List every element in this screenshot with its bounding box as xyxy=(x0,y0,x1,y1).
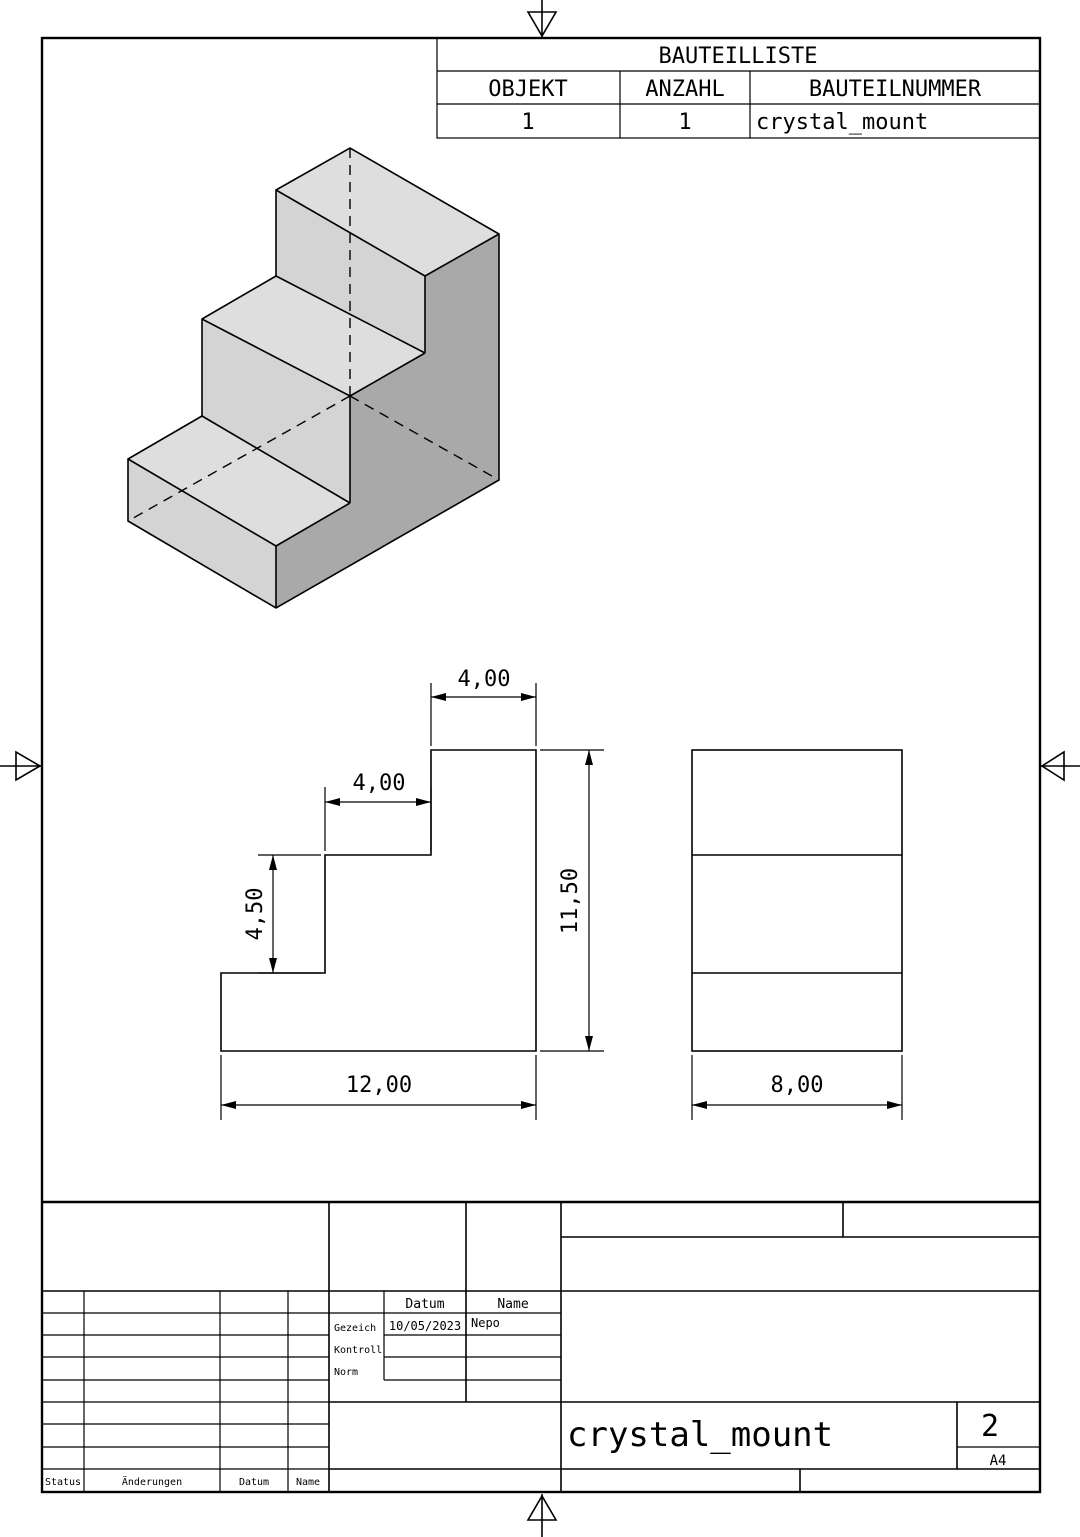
approvals-header-name: Name xyxy=(497,1297,528,1312)
parts-list-header-objekt: OBJEKT xyxy=(488,77,567,102)
parts-list-cell-anzahl: 1 xyxy=(678,110,691,135)
centering-mark-bottom xyxy=(526,1494,558,1537)
drawn-name: Nepo xyxy=(471,1316,500,1330)
drawing-title: crystal_mount xyxy=(567,1415,833,1455)
iso-riser-bottom xyxy=(128,459,276,608)
dimension-top-step: 4,00 xyxy=(430,667,537,746)
dimension-label-step-height: 4,50 xyxy=(243,888,268,941)
revision-header-datum: Datum xyxy=(239,1477,269,1488)
approvals-label-gezeich: Gezeich xyxy=(334,1323,376,1334)
approvals-label-norm: Norm xyxy=(334,1367,358,1378)
revision-header-status: Status xyxy=(45,1477,81,1488)
centering-mark-top xyxy=(526,0,558,38)
dimension-label-total-length: 12,00 xyxy=(346,1073,412,1098)
iso-riser-mid xyxy=(202,319,350,503)
iso-tread-bottom xyxy=(128,416,350,546)
centering-mark-left xyxy=(0,750,42,782)
iso-tread-top xyxy=(276,148,499,276)
front-view xyxy=(220,749,537,1052)
parts-list-cell-bauteilnummer: crystal_mount xyxy=(756,110,928,135)
iso-tread-mid xyxy=(202,276,425,396)
dimension-total-length: 12,00 xyxy=(220,1055,537,1120)
dimension-label-depth: 8,00 xyxy=(771,1073,824,1098)
dimension-label-total-height: 11,50 xyxy=(558,868,583,934)
parts-list-cell-objekt: 1 xyxy=(521,110,534,135)
dimension-label-mid-step: 4,00 xyxy=(353,771,406,796)
side-view xyxy=(691,749,903,1052)
approvals-header-datum: Datum xyxy=(405,1297,444,1312)
title-block: Status Änderungen Datum Name Datum Name … xyxy=(42,1200,1040,1492)
parts-list: BAUTEILLISTE OBJEKT ANZAHL BAUTEILNUMMER… xyxy=(436,37,1041,139)
parts-list-title: BAUTEILLISTE xyxy=(659,44,818,69)
drawing-frame xyxy=(40,36,1042,1494)
revision-header-aenderungen: Änderungen xyxy=(122,1475,182,1488)
drawn-date: 10/05/2023 xyxy=(389,1319,461,1333)
approvals-label-kontroll: Kontroll xyxy=(334,1345,382,1356)
dimension-total-height: 11,50 xyxy=(540,749,604,1052)
isometric-view xyxy=(127,147,500,609)
dimension-mid-step: 4,00 xyxy=(324,771,432,851)
revision-header-name: Name xyxy=(296,1477,320,1488)
dimension-depth: 8,00 xyxy=(691,1055,903,1120)
sheet-format: A4 xyxy=(990,1453,1007,1469)
parts-list-header-bauteilnummer: BAUTEILNUMMER xyxy=(809,77,982,102)
dimension-step-height: 4,50 xyxy=(243,854,321,974)
dimension-label-top-step: 4,00 xyxy=(458,667,511,692)
parts-list-header-anzahl: ANZAHL xyxy=(645,77,724,102)
centering-mark-right xyxy=(1040,750,1080,782)
sheet-number: 2 xyxy=(981,1409,999,1444)
